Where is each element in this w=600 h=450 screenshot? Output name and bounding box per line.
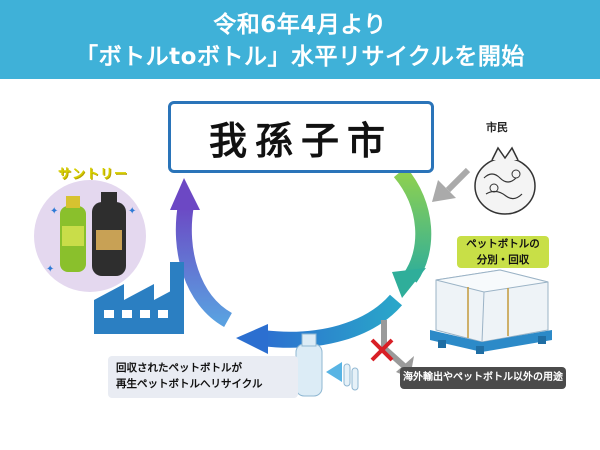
svg-text:✦: ✦ <box>50 206 58 217</box>
manufacturer-illustration: ✦ ✦ ✦ <box>34 180 146 292</box>
svg-text:✦: ✦ <box>128 206 136 217</box>
arrow-blue <box>236 294 403 354</box>
recycle-callout-box: 回収されたペットボトルが 再生ペットボトルへリサイクル <box>108 356 298 398</box>
arrow-citizen-to-sorting <box>432 167 471 202</box>
city-name: 我孫子市 <box>208 118 393 163</box>
bottle-bale-icon <box>430 269 552 354</box>
sorting-line2: 分別・回収 <box>476 254 530 266</box>
manufacturer-label: サントリー <box>58 167 129 182</box>
arrow-green <box>392 166 432 298</box>
header-banner: 令和6年4月より 「ボトルtoボトル」水平リサイクルを開始 <box>0 0 600 79</box>
sorting-collection-box: ペットボトルの 分別・回収 <box>457 236 549 268</box>
recycle-line1: 回収されたペットボトルが <box>116 362 242 374</box>
citizen-label: 市民 <box>486 121 508 134</box>
export-usage-box: 海外輸出やペットボトル以外の用途 <box>400 367 566 389</box>
sorting-line1: ペットボトルの <box>466 238 540 250</box>
header-title-line1: 令和6年4月より <box>213 12 387 38</box>
garbage-bag-icon <box>474 146 536 215</box>
arrow-purple <box>170 178 233 327</box>
city-title-box: 我孫子市 <box>168 101 434 173</box>
svg-text:✦: ✦ <box>46 264 54 275</box>
factory-icon <box>94 262 184 334</box>
cross-mark-icon <box>370 338 394 362</box>
recycle-line2: 再生ペットボトルへリサイクル <box>116 378 263 390</box>
recycled-bottle-icon <box>295 333 359 397</box>
header-title-line2: 「ボトルtoボトル」水平リサイクルを開始 <box>75 44 525 70</box>
